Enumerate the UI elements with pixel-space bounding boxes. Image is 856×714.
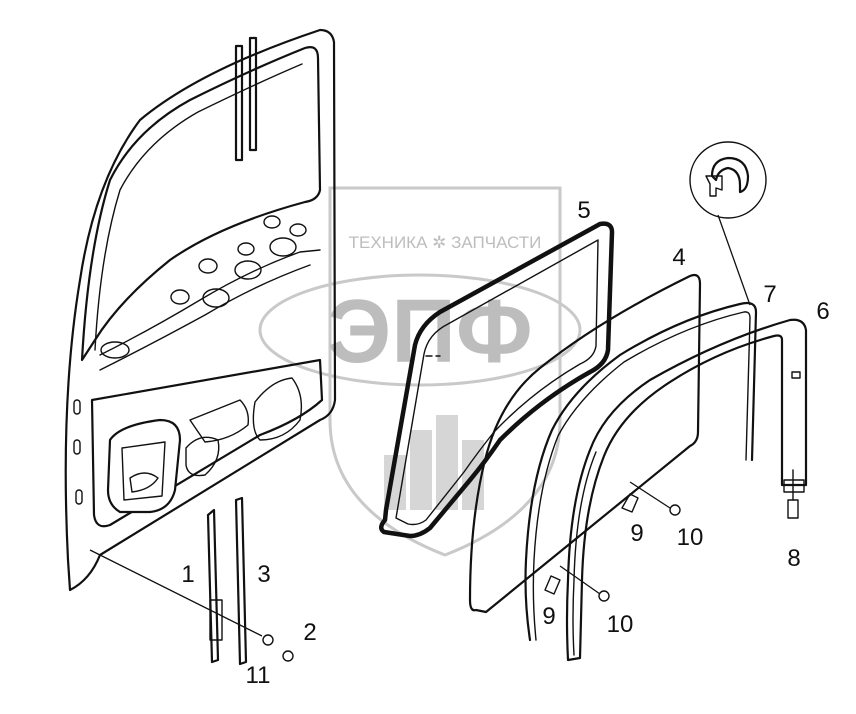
callout-2: 2	[303, 619, 316, 646]
regulator-rails	[89, 496, 263, 666]
watermark-ellipse	[258, 273, 582, 387]
rail-3	[234, 496, 248, 666]
callout-8: 8	[787, 545, 800, 572]
screw-10-upper	[669, 504, 681, 516]
callout-5: 5	[577, 197, 590, 224]
part-4-glass	[468, 273, 702, 614]
callout-10-upper: 10	[677, 524, 704, 551]
callout-7: 7	[763, 281, 776, 308]
callout-9-lower: 9	[542, 603, 555, 630]
callout-10-lower: 10	[607, 611, 634, 638]
clip-9-upper	[621, 493, 639, 513]
callout-1: 1	[181, 561, 194, 588]
callout-3: 3	[257, 561, 270, 588]
watermark-shield	[328, 186, 562, 557]
part-7-channel	[524, 301, 758, 642]
callout-4: 4	[672, 244, 685, 271]
callout-9-upper: 9	[630, 520, 643, 547]
callout-labels: 1 2 3 4 5 6 7 8 9 9 10 10 11	[181, 197, 829, 689]
part-5-seal	[379, 221, 615, 539]
section-detail	[689, 141, 767, 306]
callout-6: 6	[816, 298, 829, 325]
fasteners	[262, 469, 799, 662]
watermark-brand-line: ТЕХНИКА ✲ ЗАПЧАСТИ	[349, 233, 542, 252]
watermark-logo-text: ЭПФ	[327, 282, 533, 382]
screw-10-lower	[598, 590, 610, 602]
clip-9-lower	[544, 575, 561, 595]
bolt-8	[787, 499, 799, 519]
door-frame	[64, 28, 337, 592]
callout-11: 11	[246, 662, 271, 689]
part-6-guide-channel	[565, 318, 808, 662]
